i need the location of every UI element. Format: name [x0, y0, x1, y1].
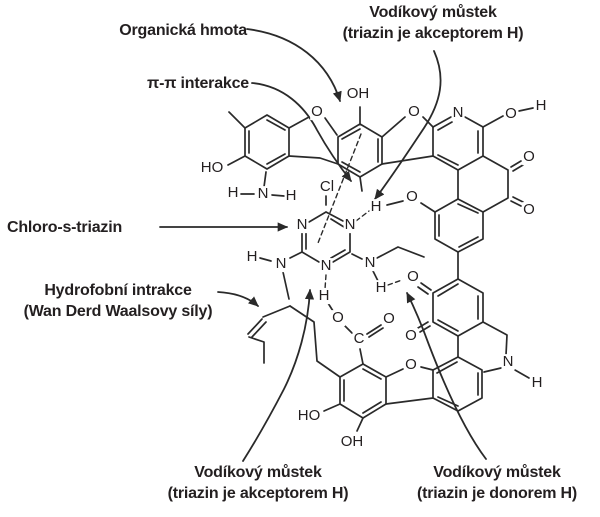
atom-label-HO: HO [199, 159, 225, 177]
bond-skeleton [227, 106, 534, 432]
atom-label-N: N [363, 254, 377, 272]
label-h-bond-top: Vodíkový můstek (triazin je akceptorem H… [308, 2, 558, 44]
label-pi-pi-interaction: π-π interakce [147, 75, 249, 92]
hydrophobic-arrow [217, 291, 259, 307]
label-h-bond-bottom-left: Vodíkový můstek (triazin je akceptorem H… [133, 462, 383, 504]
callout-arrows [159, 28, 487, 462]
atom-label-N: N [295, 216, 309, 234]
atom-label-O: O [310, 103, 324, 121]
label-organic-matter: Organická hmota [119, 22, 247, 39]
pi-pi-arrow [251, 82, 352, 182]
atom-label-H: H [284, 187, 298, 205]
label-h-bond-bottom-right: Vodíkový můstek (triazin je donorem H) [372, 462, 600, 504]
h-bond-bottom-right-arrow [406, 292, 487, 460]
atom-label-N: N [451, 104, 465, 122]
atom-label-N: N [274, 255, 288, 273]
atom-label-O: O [406, 268, 420, 286]
atom-label-N: N [343, 216, 357, 234]
atom-label-O: O [522, 148, 536, 166]
atom-label-H: H [317, 287, 331, 305]
atom-label-N: N [501, 353, 515, 371]
label-hydrophobic-line2: (Wan Derd Waalsovy síly) [23, 303, 213, 320]
atom-label-O: O [504, 105, 518, 123]
organic-matter-arrow [246, 28, 342, 103]
label-h-bond-bottom-left-line1: Vodíkový můstek [194, 464, 322, 481]
h-bond-top-arrow [374, 50, 442, 200]
atom-label-H: H [226, 184, 240, 202]
atom-label-C: C [352, 330, 366, 348]
atom-label-O: O [382, 310, 396, 328]
label-h-bond-top-line2: (triazin je akceptorem H) [342, 25, 524, 42]
label-h-bond-top-line1: Vodíkový můstek [369, 4, 497, 21]
label-chloro-s-triazin: Chloro-s-triazin [7, 219, 123, 236]
atom-label-O: O [331, 309, 345, 327]
atom-label-O: O [404, 356, 418, 374]
atom-label-O: O [405, 188, 419, 206]
label-h-bond-bottom-right-line1: Vodíkový můstek [433, 464, 561, 481]
h-bond-bottom-left-arrow [242, 288, 315, 462]
atom-label-O: O [522, 201, 536, 219]
atom-label-O: O [407, 103, 421, 121]
atom-label-O: O [404, 327, 418, 345]
atom-label-N: N [256, 185, 270, 203]
atom-label-H: H [369, 198, 383, 216]
atom-label-Cl: Cl [318, 178, 336, 196]
label-hydrophobic-interaction: Hydrofobní intrakce (Wan Derd Waalsovy s… [0, 280, 236, 322]
h-bond-dashed-triazine-acceptor-top [355, 210, 370, 222]
h-bond-dashed-triazine-acceptor-bottom [324, 274, 327, 290]
atom-label-H: H [534, 97, 548, 115]
atom-label-H: H [530, 374, 544, 392]
label-h-bond-bottom-left-line2: (triazin je akceptorem H) [167, 485, 349, 502]
atom-label-OH: OH [339, 433, 365, 451]
h-bond-dashed-triazine-donor [387, 279, 403, 286]
label-hydrophobic-line1: Hydrofobní intrakce [44, 282, 192, 299]
atom-label-N: N [319, 257, 333, 275]
dashed-interaction-bonds [317, 133, 403, 290]
pi-pi-dashed-line [317, 133, 362, 244]
atom-label-H: H [374, 279, 388, 297]
label-h-bond-bottom-right-line2: (triazin je donorem H) [416, 485, 578, 502]
atom-label-HO: HO [296, 407, 322, 425]
atom-label-OH: OH [345, 85, 371, 103]
atom-label-H: H [245, 248, 259, 266]
